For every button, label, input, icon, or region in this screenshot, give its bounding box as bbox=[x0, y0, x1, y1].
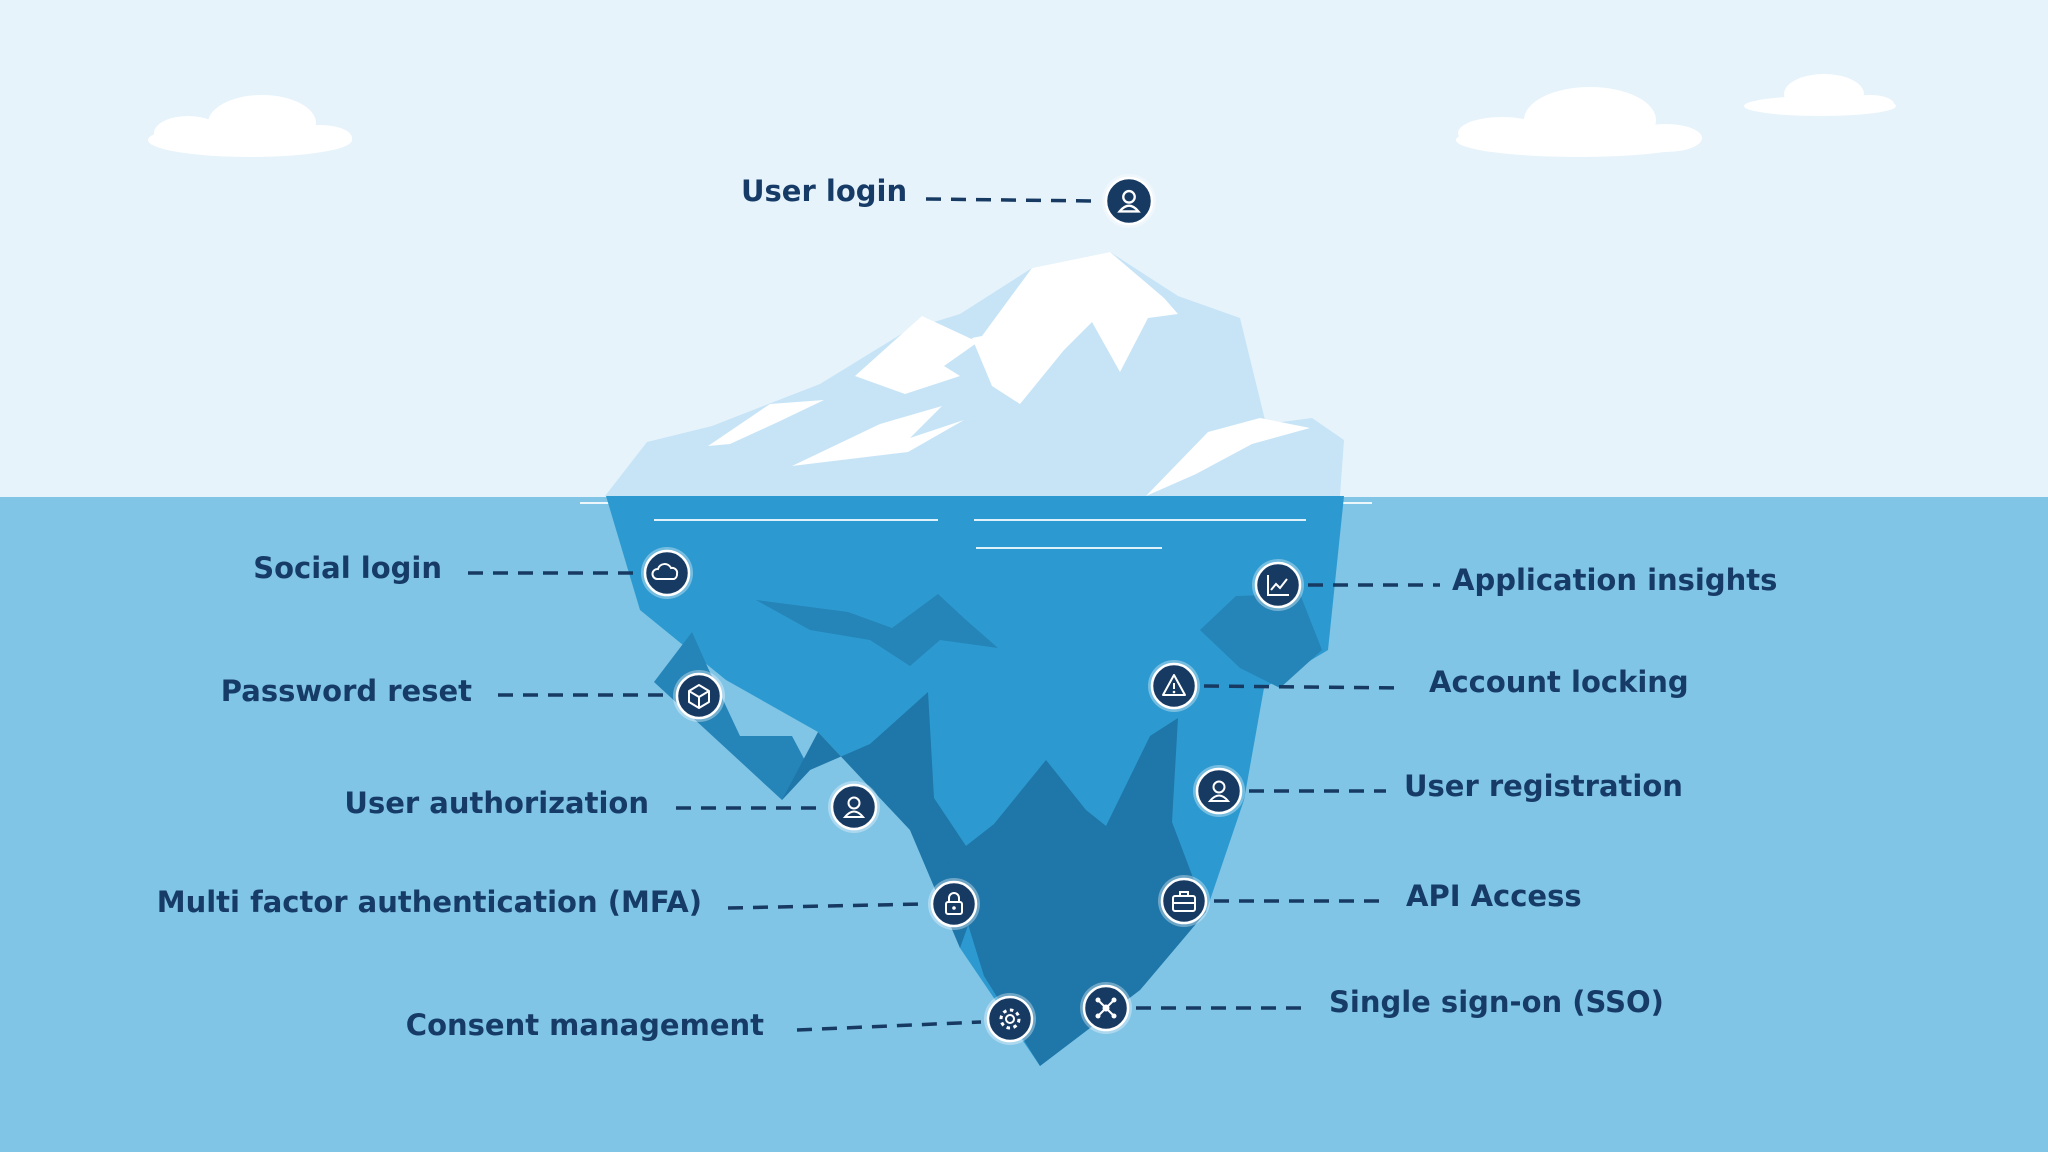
cube-icon bbox=[673, 670, 725, 722]
feature-icons bbox=[641, 174, 1304, 1045]
snow-ledge-left bbox=[708, 400, 824, 446]
underwater-deep-center bbox=[948, 718, 1206, 1066]
line-chart-icon bbox=[1252, 559, 1304, 611]
label-user-login: User login bbox=[741, 174, 908, 208]
water-sparkle-lines bbox=[654, 519, 1306, 549]
label-application-insights: Application insights bbox=[1452, 563, 1778, 597]
cloud-icon bbox=[641, 547, 693, 599]
gear-icon bbox=[984, 993, 1036, 1045]
user-icon bbox=[828, 781, 880, 833]
label-social-login: Social login bbox=[253, 551, 442, 585]
connector-line bbox=[925, 197, 1095, 203]
label-account-locking: Account locking bbox=[1429, 665, 1689, 699]
label-password-reset: Password reset bbox=[220, 674, 472, 708]
cloud-right-small bbox=[1744, 74, 1896, 116]
briefcase-icon bbox=[1158, 875, 1210, 927]
snow-streak-mid bbox=[792, 406, 964, 466]
label-sso: Single sign-on (SSO) bbox=[1329, 985, 1664, 1019]
label-consent-management: Consent management bbox=[405, 1008, 764, 1042]
label-user-authorization: User authorization bbox=[344, 786, 649, 820]
snow-ledge-right bbox=[1146, 418, 1310, 496]
connector-line bbox=[1203, 684, 1403, 690]
connector-line bbox=[796, 1020, 982, 1032]
label-mfa: Multi factor authentication (MFA) bbox=[156, 885, 702, 919]
cloud-right-large bbox=[1456, 87, 1702, 157]
connector-lines bbox=[468, 197, 1440, 1032]
snow-peak-main bbox=[972, 252, 1178, 404]
connector-line bbox=[727, 902, 925, 910]
label-user-registration: User registration bbox=[1404, 769, 1683, 803]
user-icon bbox=[1193, 765, 1245, 817]
warning-icon bbox=[1148, 660, 1200, 712]
lock-icon bbox=[928, 878, 980, 930]
cloud-left bbox=[148, 95, 352, 157]
underwater-deep-left bbox=[782, 692, 980, 948]
network-icon bbox=[1080, 982, 1132, 1034]
snow-ridge-left bbox=[855, 316, 978, 394]
underwater-shadow-1 bbox=[756, 594, 998, 666]
underwater-shadow-2 bbox=[1200, 594, 1322, 688]
label-api-access: API Access bbox=[1406, 879, 1582, 913]
user-circle-icon bbox=[1102, 174, 1156, 228]
